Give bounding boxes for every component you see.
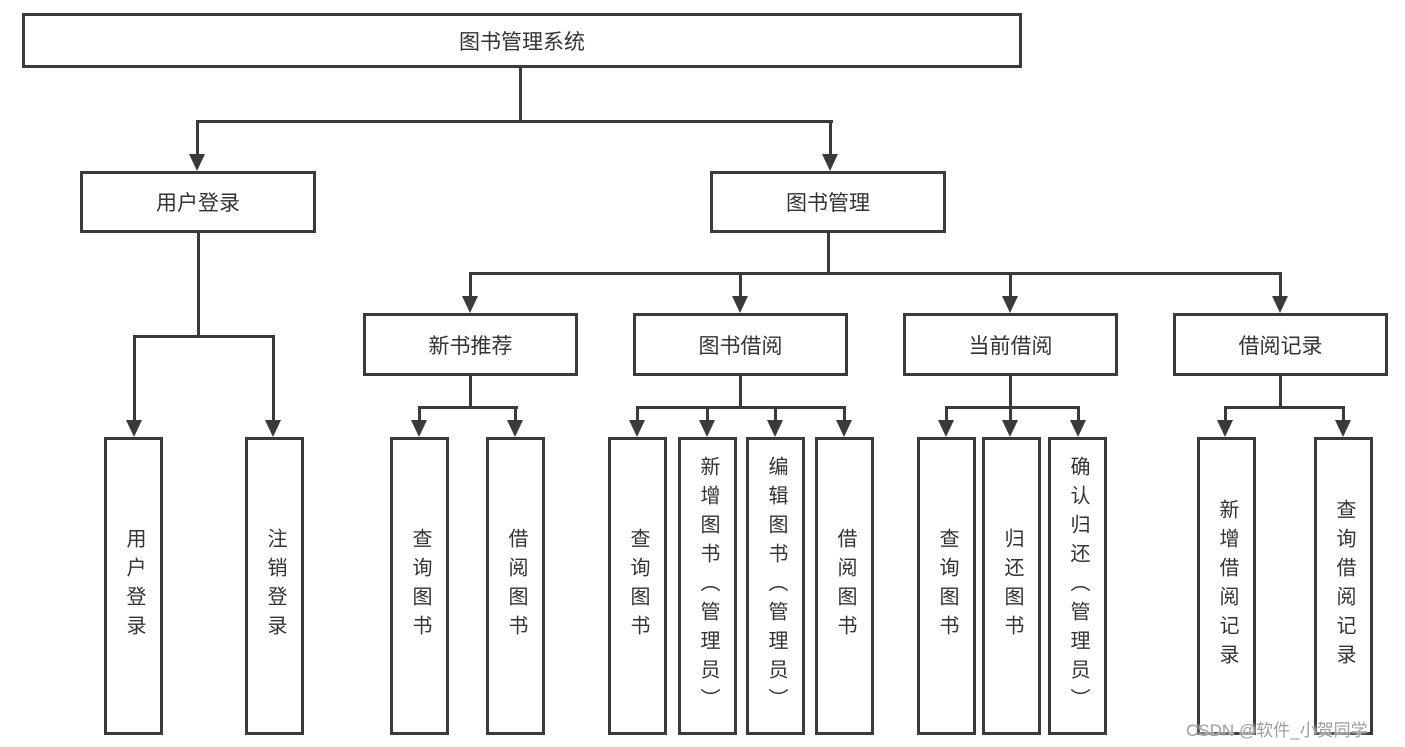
leaf-borrow-books: 借阅图书 [815, 437, 874, 735]
node-user-login: 用户登录 [80, 171, 316, 233]
leaf-query-borrow-record: 查询借阅记录 [1314, 437, 1373, 735]
connector-drop [1279, 272, 1282, 298]
connector-book-mgmt-branch [469, 272, 1281, 275]
arrow-down-icon [699, 420, 715, 437]
node-new-book-recommendation: 新书推荐 [363, 313, 578, 376]
connector-user-login-stem [197, 233, 200, 335]
arrow-down-icon [507, 420, 523, 437]
leaf-query-books-recommend: 查询图书 [390, 437, 449, 735]
connector-current-branch [945, 406, 1080, 409]
arrow-down-icon [126, 420, 142, 437]
arrow-down-icon [1002, 420, 1018, 437]
node-library-management-system: 图书管理系统 [22, 13, 1022, 68]
connector-drop [706, 406, 709, 422]
leaf-confirm-return-admin: 确认归还（管理员） [1048, 437, 1107, 735]
arrow-down-icon [1335, 420, 1351, 437]
leaf-label: 用户登录 [123, 528, 145, 644]
leaf-label: 查询图书 [936, 528, 958, 644]
leaf-label: 新增借阅记录 [1216, 499, 1238, 673]
arrow-down-icon [189, 154, 205, 171]
arrow-down-icon [411, 420, 427, 437]
node-book-borrowing: 图书借阅 [633, 313, 848, 376]
arrow-down-icon [767, 420, 783, 437]
leaf-add-book-admin: 新增图书（管理员） [678, 437, 737, 735]
leaf-label: 确认归还（管理员） [1067, 455, 1089, 717]
leaf-label: 查询图书 [409, 528, 431, 644]
connector-records-stem [1279, 376, 1282, 406]
connector-drop [196, 120, 199, 157]
connector-book-mgmt-stem [827, 233, 830, 272]
connector-records-branch [1224, 406, 1345, 409]
node-current-borrowing: 当前借阅 [903, 313, 1118, 376]
leaf-borrow-books-recommend: 借阅图书 [486, 437, 545, 735]
csdn-watermark: CSDN @软件_小贺同学 [1186, 721, 1368, 740]
connector-drop [1342, 406, 1345, 422]
node-book-management: 图书管理 [710, 171, 946, 233]
connector-drop [843, 406, 846, 422]
connector-drop [133, 335, 136, 421]
leaf-label: 新增图书（管理员） [697, 455, 719, 717]
connector-user-login-branch [133, 335, 275, 338]
arrow-down-icon [836, 420, 852, 437]
leaf-logout: 注销登录 [245, 437, 304, 735]
leaf-label: 借阅图书 [834, 528, 856, 644]
arrow-down-icon [938, 420, 954, 437]
connector-borrowing-branch [636, 406, 846, 409]
arrow-down-icon [629, 420, 645, 437]
arrow-down-icon [732, 296, 748, 313]
connector-drop [469, 272, 472, 298]
connector-root-stem [519, 68, 522, 120]
leaf-label: 注销登录 [264, 528, 286, 644]
arrow-down-icon [1272, 296, 1288, 313]
connector-drop [739, 272, 742, 298]
connector-current-stem [1009, 376, 1012, 406]
arrow-down-icon [822, 154, 838, 171]
connector-drop [1009, 406, 1012, 422]
connector-drop [1077, 406, 1080, 422]
leaf-query-books-current: 查询图书 [917, 437, 976, 735]
leaf-label: 查询图书 [627, 528, 649, 644]
leaf-edit-book-admin: 编辑图书（管理员） [746, 437, 805, 735]
leaf-label: 借阅图书 [505, 528, 527, 644]
connector-root-branch [196, 120, 833, 123]
leaf-label: 查询借阅记录 [1333, 499, 1355, 673]
connector-drop [829, 120, 832, 157]
leaf-user-login: 用户登录 [104, 437, 163, 735]
connector-drop [514, 406, 517, 422]
connector-drop [1009, 272, 1012, 298]
connector-borrowing-stem [739, 376, 742, 406]
leaf-query-books-borrow: 查询图书 [608, 437, 667, 735]
leaf-label: 归还图书 [1001, 528, 1023, 644]
connector-drop [418, 406, 421, 422]
leaf-add-borrow-record: 新增借阅记录 [1197, 437, 1256, 735]
arrow-down-icon [1002, 296, 1018, 313]
connector-recommend-stem [469, 376, 472, 406]
leaf-label: 编辑图书（管理员） [765, 455, 787, 717]
connector-drop [945, 406, 948, 422]
leaf-return-books: 归还图书 [982, 437, 1041, 735]
arrow-down-icon [1217, 420, 1233, 437]
node-borrowing-records: 借阅记录 [1173, 313, 1388, 376]
connector-drop [1224, 406, 1227, 422]
connector-drop [636, 406, 639, 422]
connector-recommend-branch [418, 406, 518, 409]
connector-drop [272, 335, 275, 421]
arrow-down-icon [265, 420, 281, 437]
arrow-down-icon [1070, 420, 1086, 437]
connector-drop [774, 406, 777, 422]
arrow-down-icon [462, 296, 478, 313]
